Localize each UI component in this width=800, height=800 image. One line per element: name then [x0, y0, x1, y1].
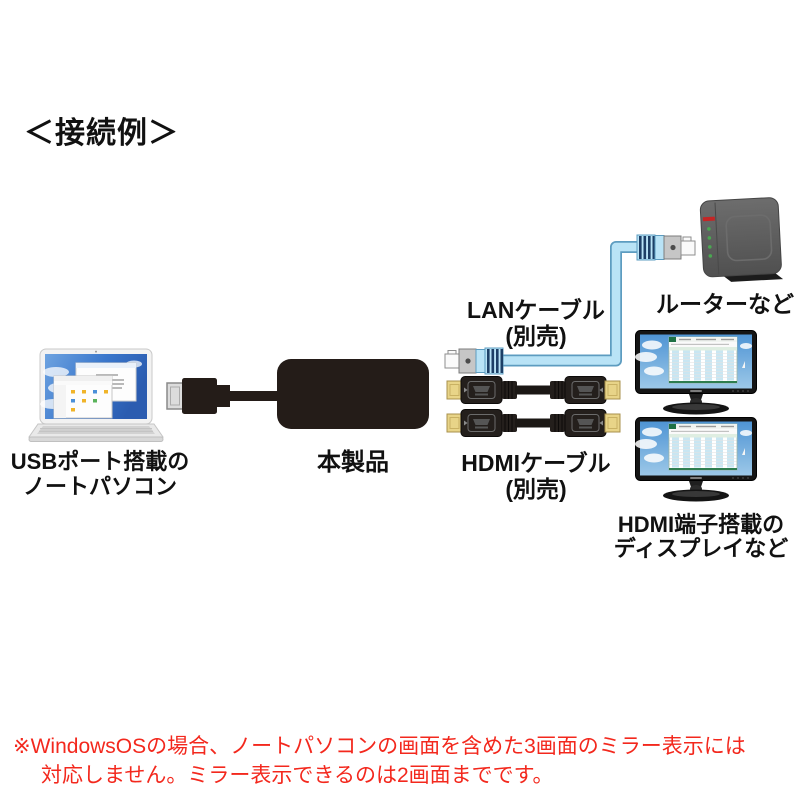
- router-stripe: [702, 216, 715, 222]
- lan-cable-label-line2: (別売): [505, 323, 567, 349]
- laptop-label-line1: USBポート搭載の: [10, 449, 190, 474]
- laptop-label-line2: ノートパソコン: [22, 474, 177, 499]
- product-label: 本製品: [317, 449, 389, 476]
- lan-plug-right: [636, 234, 696, 261]
- lan-plug-left: [444, 347, 504, 375]
- router-label: ルーターなど: [656, 291, 794, 317]
- router-icon: [699, 197, 784, 282]
- laptop-icon: [28, 348, 164, 442]
- product-device: [277, 359, 429, 429]
- display-1: [635, 330, 757, 415]
- display-label-line2: ディスプレイなど: [613, 536, 789, 561]
- display-2: [635, 417, 757, 502]
- router-leds: [707, 227, 713, 258]
- laptop-screen: [39, 348, 153, 425]
- hdmi-cable-label-line1: HDMIケーブル: [461, 450, 611, 476]
- footnote: ※WindowsOSの場合、ノートパソコンの画面を含めた3画面のミラー表示には …: [13, 733, 793, 790]
- lan-cable-label-line1: LANケーブル: [467, 297, 605, 323]
- lan-cable-icon: [444, 234, 696, 375]
- footnote-line1: ※WindowsOSの場合、ノートパソコンの画面を含めた3画面のミラー表示には: [13, 735, 746, 758]
- hdmi-cable-label: HDMIケーブル (別売): [441, 450, 631, 502]
- lan-cable-label: LANケーブル (別売): [441, 297, 631, 349]
- display-icon: [635, 330, 757, 502]
- usb-connector-icon: [166, 378, 281, 414]
- laptop-keyboard: [28, 423, 164, 442]
- page-title: ＜接続例＞: [24, 117, 179, 150]
- display-label: HDMI端子搭載の ディスプレイなど: [603, 513, 799, 561]
- display-label-line1: HDMI端子搭載の: [617, 512, 785, 537]
- hdmi-cable-1: [446, 376, 621, 404]
- hdmi-cable-icon: [446, 376, 621, 437]
- hdmi-cable-2: [446, 409, 621, 437]
- window-front: [53, 375, 113, 419]
- hdmi-cable-label-line2: (別売): [505, 476, 567, 502]
- footnote-line2: 対応しません。ミラー表示できるのは2画面までです。: [41, 763, 554, 787]
- laptop-label: USBポート搭載の ノートパソコン: [10, 449, 190, 499]
